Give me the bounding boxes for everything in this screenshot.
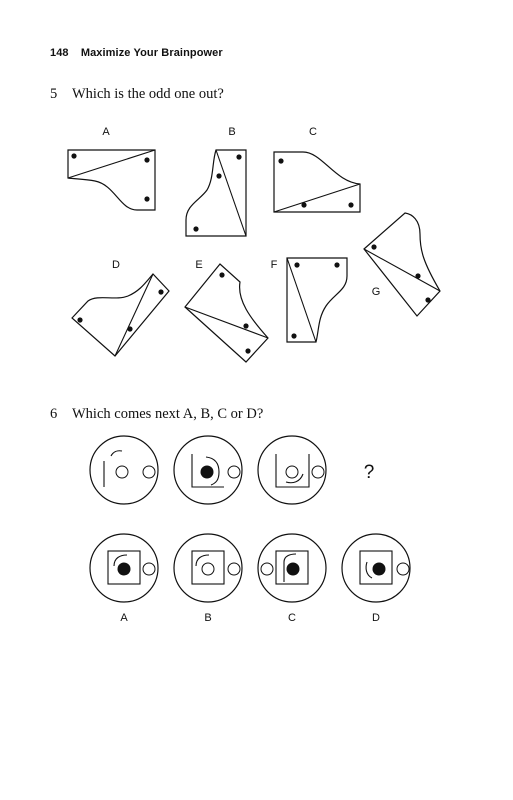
book-title: Maximize Your Brainpower — [80, 47, 223, 59]
answer-option-c[interactable] — [257, 533, 327, 603]
answer-label-b: B — [204, 612, 211, 624]
question-6-svg: ? — [89, 435, 411, 624]
sequence-circle-3 — [257, 435, 327, 505]
option-label-a: A — [102, 126, 110, 138]
sequence-circle-1 — [89, 435, 159, 505]
question-6-number: 6 — [50, 406, 58, 422]
page-number: 148 — [50, 47, 69, 59]
shape-d — [71, 273, 170, 357]
question-5-number: 5 — [50, 86, 58, 102]
option-label-c: C — [309, 126, 317, 138]
running-head: 148 Maximize Your Brainpower — [50, 47, 223, 59]
answer-label-d: D — [372, 612, 380, 624]
option-label-d: D — [112, 259, 120, 271]
answer-label-a: A — [120, 612, 128, 624]
shape-a — [67, 149, 156, 211]
shape-c — [273, 151, 361, 213]
question-6: 6 Which comes next A, B, C or D? — [50, 406, 263, 423]
sequence-circle-2 — [173, 435, 243, 505]
answer-label-c: C — [288, 612, 296, 624]
option-label-g: G — [372, 286, 381, 298]
question-5-text: Which is the odd one out? — [72, 86, 224, 102]
answer-option-a[interactable] — [89, 533, 159, 603]
shape-f — [286, 257, 348, 343]
shape-e — [184, 263, 269, 363]
question-6-text: Which comes next A, B, C or D? — [72, 406, 264, 422]
question-5-figure: A B C D E F G — [0, 115, 513, 385]
answer-option-d[interactable] — [341, 533, 411, 603]
shape-g — [363, 212, 441, 317]
option-label-e: E — [195, 259, 202, 271]
option-label-b: B — [228, 126, 235, 138]
shape-b — [185, 149, 247, 237]
question-mark: ? — [364, 462, 375, 483]
answer-option-b[interactable] — [173, 533, 243, 603]
question-6-figure: ? — [0, 435, 513, 635]
question-5: 5 Which is the odd one out? — [50, 86, 224, 103]
question-5-svg: A B C D E F G — [67, 126, 441, 363]
option-label-f: F — [271, 259, 278, 271]
